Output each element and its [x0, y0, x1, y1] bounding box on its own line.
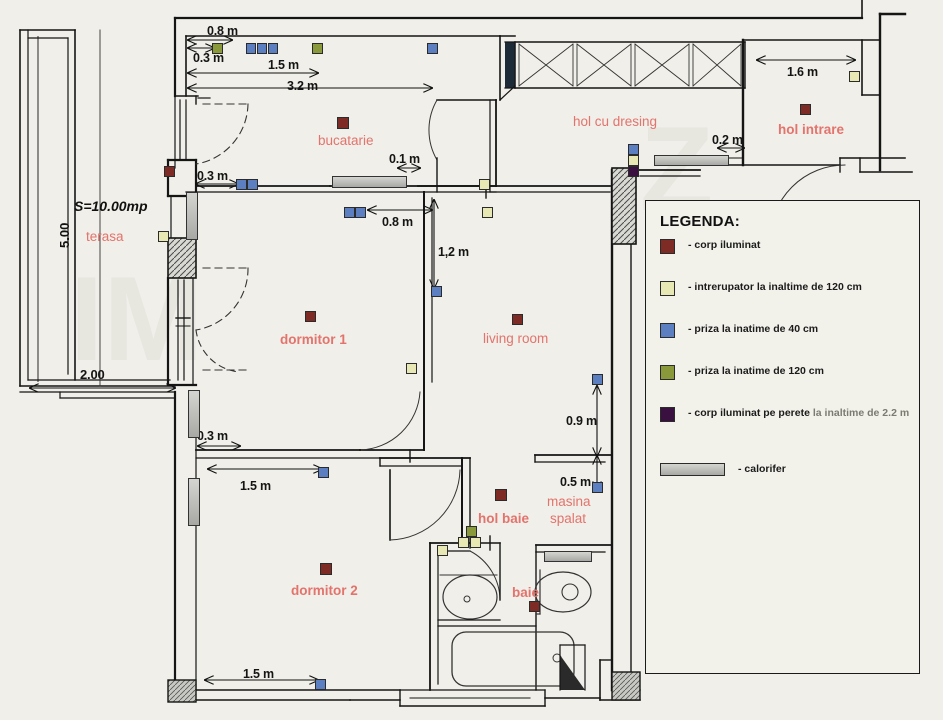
dimension-label: 1.5 m — [240, 479, 271, 493]
marker-corp_perete — [628, 166, 639, 177]
room-label-baie: baie — [512, 585, 540, 600]
marker-corp_iluminat — [529, 601, 540, 612]
marker-intrerupator — [470, 537, 481, 548]
marker-intrerupator — [482, 207, 493, 218]
room-label-living-room: living room — [483, 331, 549, 346]
marker-priza40 — [315, 679, 326, 690]
terrace-width-dim: 2.00 — [80, 367, 105, 382]
legend-swatch-intrerupator — [660, 281, 675, 296]
marker-priza40 — [427, 43, 438, 54]
terrace-height-dim: 5.00 — [57, 222, 72, 248]
marker-priza40 — [236, 179, 247, 190]
legend-label-calorifer: - calorifer — [738, 463, 786, 475]
marker-corp_iluminat — [337, 117, 349, 129]
marker-corp_iluminat — [495, 489, 507, 501]
marker-corp_iluminat — [305, 311, 316, 322]
room-label-hol-cu-dresing: hol cu dresing — [573, 114, 658, 129]
marker-priza40 — [318, 467, 329, 478]
radiator — [332, 176, 407, 188]
marker-priza40 — [247, 179, 258, 190]
marker-intrerupator — [406, 363, 417, 374]
marker-priza40 — [344, 207, 355, 218]
legend-title: LEGENDA: — [660, 213, 740, 230]
dimension-label: 0.8 m — [382, 215, 413, 229]
marker-priza40 — [592, 482, 603, 493]
legend-label-dim-corp_perete: la inaltime de 2.2 m — [809, 407, 910, 419]
dimension-label: 1,2 m — [438, 245, 469, 259]
dimension-label: 3.2 m — [287, 79, 318, 93]
room-label-hol-intrare: hol intrare — [778, 122, 845, 137]
legend-swatch-corp_iluminat — [660, 239, 675, 254]
radiator — [654, 155, 729, 166]
marker-priza40 — [355, 207, 366, 218]
radiator — [188, 478, 200, 526]
marker-priza40 — [431, 286, 442, 297]
room-label-masina: masina — [547, 494, 591, 509]
marker-priza120 — [212, 43, 223, 54]
dimension-label: 0.8 m — [207, 24, 238, 38]
marker-priza40 — [268, 43, 278, 54]
dimension-label: 1.5 m — [243, 667, 274, 681]
marker-intrerupator — [458, 537, 469, 548]
marker-priza40 — [257, 43, 267, 54]
dimension-label: 1.5 m — [268, 58, 299, 72]
dimension-label: 0.1 m — [389, 152, 420, 166]
radiator — [186, 192, 198, 240]
dimension-label: 0.2 m — [712, 133, 743, 147]
legend-label-corp_iluminat: - corp iluminat — [688, 239, 761, 251]
marker-corp_iluminat — [164, 166, 175, 177]
marker-intrerupator — [849, 71, 860, 82]
legend-swatch-calorifer — [660, 463, 725, 476]
room-label-spalat: spalat — [550, 511, 587, 526]
room-label-dormitor-2: dormitor 2 — [291, 583, 358, 598]
marker-corp_iluminat — [320, 563, 332, 575]
marker-intrerupator — [479, 179, 490, 190]
radiator — [188, 390, 200, 438]
legend-label-corp_perete: - corp iluminat pe perete la inaltime de… — [688, 407, 910, 419]
dimension-label: 0.9 m — [566, 414, 597, 428]
terrace-area-label: S=10.00mp — [74, 198, 148, 214]
room-label-bucatarie: bucatarie — [318, 133, 374, 148]
marker-priza40 — [592, 374, 603, 385]
legend-swatch-corp_perete — [660, 407, 675, 422]
room-label-terasa: terasa — [86, 229, 124, 244]
marker-priza120 — [466, 526, 477, 537]
dimension-label: 0.3 m — [197, 169, 228, 183]
marker-intrerupator — [628, 155, 639, 166]
dimension-label: 0.5 m — [560, 475, 591, 489]
radiator — [544, 551, 592, 562]
dimension-label: 0.3 m — [193, 51, 224, 65]
marker-corp_iluminat — [800, 104, 811, 115]
legend-swatch-priza120 — [660, 365, 675, 380]
dimension-label: 0.3 m — [197, 429, 228, 443]
marker-intrerupator — [158, 231, 169, 242]
dimension-label: 1.6 m — [787, 65, 818, 79]
marker-corp_iluminat — [512, 314, 523, 325]
marker-priza40 — [628, 144, 639, 155]
room-label-hol-baie: hol baie — [478, 511, 530, 526]
room-label-dormitor-1: dormitor 1 — [280, 332, 347, 347]
legend-panel: LEGENDA: - corp iluminat - intrerupator l… — [645, 200, 920, 674]
marker-priza40 — [246, 43, 256, 54]
marker-intrerupator — [437, 545, 448, 556]
marker-priza120 — [312, 43, 323, 54]
legend-swatch-priza40 — [660, 323, 675, 338]
legend-label-intrerupator: - intrerupator la inaltime de 120 cm — [688, 281, 862, 293]
legend-label-priza120: - priza la inatime de 120 cm — [688, 365, 824, 377]
legend-label-priza40: - priza la inatime de 40 cm — [688, 323, 819, 335]
